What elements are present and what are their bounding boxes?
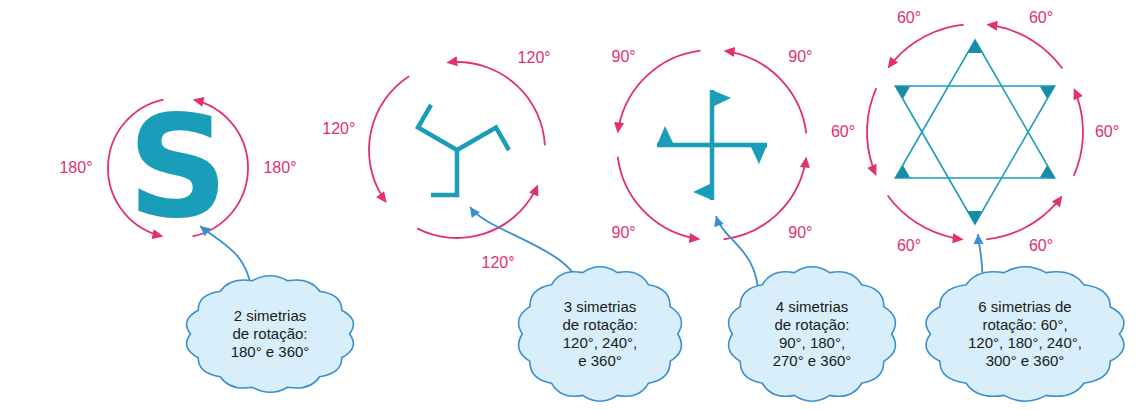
angle-label: 60° [1029,237,1053,255]
pointer-head [974,234,984,244]
callout-text: 6 simetrias de rotação: 60°, 120°, 180°,… [965,298,1085,370]
arrow-head [800,157,810,169]
angle-label: 90° [612,224,636,242]
angle-label: 120° [322,120,355,138]
pointer-head [714,216,724,227]
callout-text: 3 simetrias de rotação: 120°, 240°, e 36… [558,298,642,370]
rotation-arc [1074,97,1083,176]
angle-label: 60° [1095,123,1119,141]
callout-text: 4 simetrias de rotação: 90°, 180°, 270° … [768,298,856,370]
cloud-callout: 4 simetrias de rotação: 90°, 180°, 270° … [723,263,901,405]
figure-arm [457,128,509,151]
arrow-head [1052,195,1063,207]
angle-label: 60° [897,237,921,255]
star-triangle [895,40,1054,178]
rotation-arc [986,203,1056,240]
angle-label: 90° [788,224,812,242]
hexagram-figure [895,40,1054,224]
angle-label: 90° [788,48,812,66]
cloud-outline [519,267,682,401]
rotation-arc [996,26,1063,69]
rotation-arc [867,88,876,167]
star-tip [1040,86,1055,99]
star-triangle [895,86,1054,224]
arrow-head [724,47,736,57]
three-arm-figure [418,105,509,195]
flag-cross-figure [657,90,767,200]
star-tip [968,40,982,53]
angle-label: 90° [612,48,636,66]
arrow-head [614,122,624,134]
rotation-arc [369,76,409,196]
arrow-head [888,57,899,69]
pointer-line [716,216,759,299]
rotation-arrows [108,21,1083,243]
angle-label: 180° [263,159,296,177]
arrow-head [529,184,538,196]
rotation-arc [417,191,535,238]
arrow-head [446,56,458,66]
arrow-head [376,191,387,203]
cloud-callout: 6 simetrias de rotação: 60°, 120°, 180°,… [920,263,1130,405]
figure-arm [431,150,457,195]
figure-letter: S [128,98,229,238]
cross-flag [712,90,731,107]
pointer-head [470,207,480,218]
star-tip [895,165,910,178]
angle-label: 60° [897,9,921,27]
rotation-arc [893,25,963,62]
angle-label: 120° [518,49,551,67]
cloud-outline [729,267,896,401]
star-tip [1040,165,1055,178]
arrow-head [986,21,997,31]
figure-arm [418,105,457,150]
cross-flag [693,183,712,200]
arrow-head [689,233,701,243]
cross-flag [657,126,674,145]
arrow-head [867,164,876,176]
angle-label: 60° [831,123,855,141]
star-tip [895,86,910,99]
arrow-head [1074,88,1083,100]
rotation-arc [888,195,955,238]
cloud-outline [926,267,1124,401]
callout-text: 2 simetrias de rotação: 180° e 360° [226,307,314,361]
cloud-callout: 2 simetrias de rotação: 180° e 360° [181,272,359,396]
cross-flag [750,145,767,164]
star-tip [968,211,982,224]
cloud-outline [187,276,354,393]
angle-label: 120° [481,254,514,272]
cloud-callout: 3 simetrias de rotação: 120°, 240°, e 36… [513,263,687,405]
angle-label: 60° [1029,9,1053,27]
angle-label: 180° [59,159,92,177]
arrow-head [952,233,963,243]
